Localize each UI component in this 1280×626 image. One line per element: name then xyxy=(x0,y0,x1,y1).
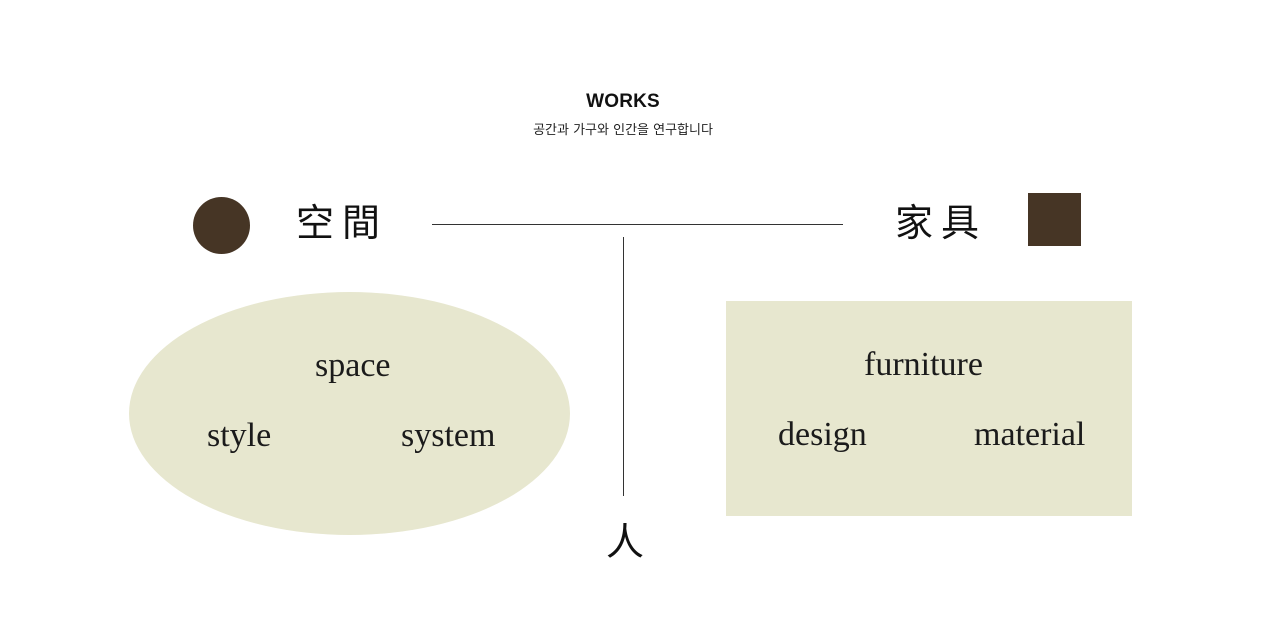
space-ellipse-panel xyxy=(129,292,570,535)
system-word: system xyxy=(401,417,496,454)
style-word: style xyxy=(207,417,272,454)
horizontal-connector-line xyxy=(432,224,843,225)
human-kanji-label: 人 xyxy=(606,520,645,564)
furniture-kanji-label: 家具 xyxy=(895,201,988,245)
works-title: WORKS xyxy=(586,91,660,112)
works-header: WORKS 공간과 가구와 인간을 연구합니다 xyxy=(0,88,1246,140)
space-circle-marker xyxy=(193,197,250,254)
design-word: design xyxy=(778,416,867,453)
space-word: space xyxy=(315,347,391,384)
furniture-word: furniture xyxy=(864,346,983,383)
space-kanji-label: 空間 xyxy=(296,201,389,245)
furniture-square-marker xyxy=(1028,193,1081,246)
works-subtitle: 공간과 가구와 인간을 연구합니다 xyxy=(533,123,713,138)
vertical-connector-line xyxy=(623,237,624,496)
material-word: material xyxy=(974,416,1086,453)
furniture-rect-panel xyxy=(726,301,1132,516)
